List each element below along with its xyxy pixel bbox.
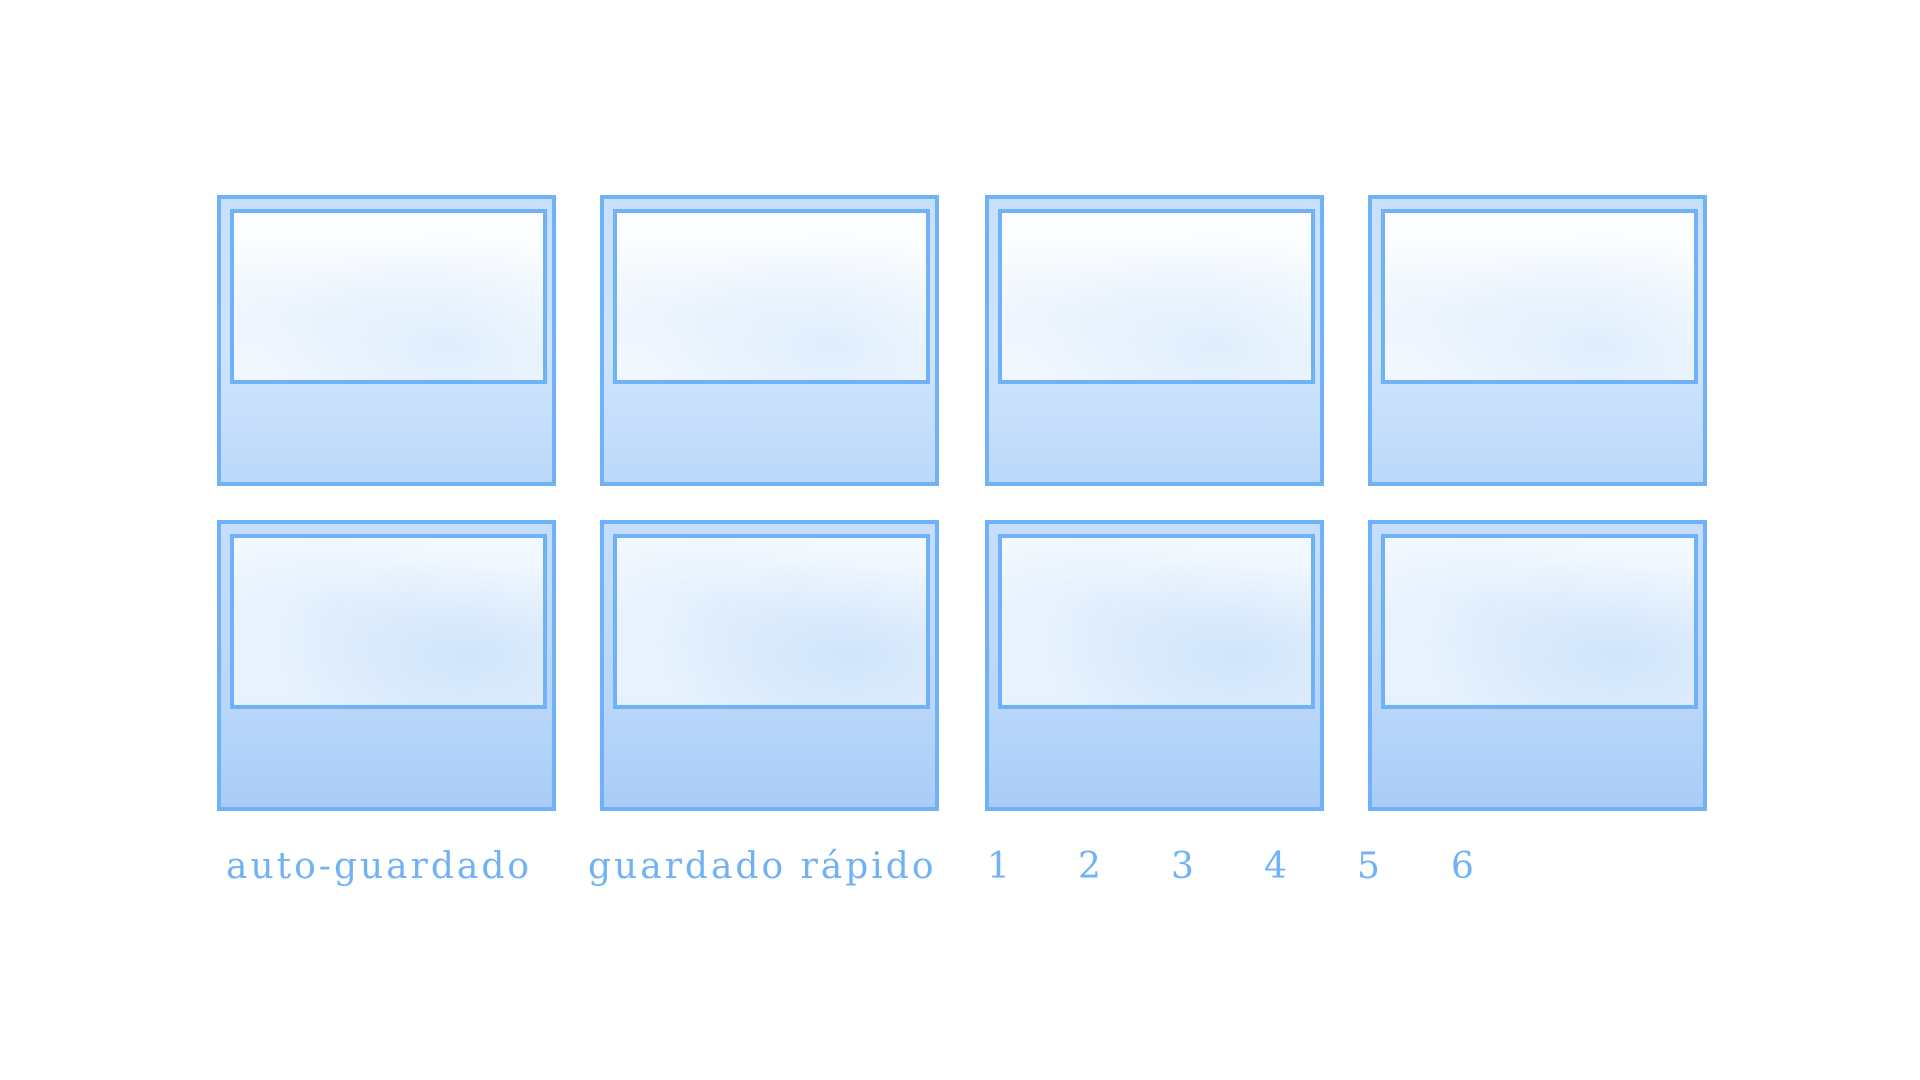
tab-page-3[interactable]: 3 xyxy=(1171,846,1197,887)
tab-quick-save[interactable]: guardado rápido xyxy=(588,846,937,887)
save-slot-7[interactable] xyxy=(985,520,1324,811)
tab-page-6[interactable]: 6 xyxy=(1451,846,1477,887)
save-slot-thumbnail xyxy=(998,534,1315,709)
save-slot-thumbnail xyxy=(1381,209,1698,384)
save-slot-thumbnail xyxy=(613,534,930,709)
save-slot-5[interactable] xyxy=(217,520,556,811)
save-slot-thumbnail xyxy=(613,209,930,384)
tab-auto-save[interactable]: auto-guardado xyxy=(226,846,533,887)
save-slot-1[interactable] xyxy=(217,195,556,486)
tab-page-2[interactable]: 2 xyxy=(1078,846,1104,887)
page-navigation: auto-guardado guardado rápido 1 2 3 4 5 … xyxy=(0,842,1920,892)
save-slot-8[interactable] xyxy=(1368,520,1707,811)
save-slot-2[interactable] xyxy=(600,195,939,486)
save-slot-thumbnail xyxy=(230,534,547,709)
tab-page-1[interactable]: 1 xyxy=(987,846,1013,887)
tab-page-4[interactable]: 4 xyxy=(1264,846,1290,887)
tab-page-5[interactable]: 5 xyxy=(1357,846,1383,887)
save-slot-thumbnail xyxy=(1381,534,1698,709)
save-slot-3[interactable] xyxy=(985,195,1324,486)
save-slot-thumbnail xyxy=(998,209,1315,384)
save-slot-thumbnail xyxy=(230,209,547,384)
save-slot-6[interactable] xyxy=(600,520,939,811)
save-slot-4[interactable] xyxy=(1368,195,1707,486)
